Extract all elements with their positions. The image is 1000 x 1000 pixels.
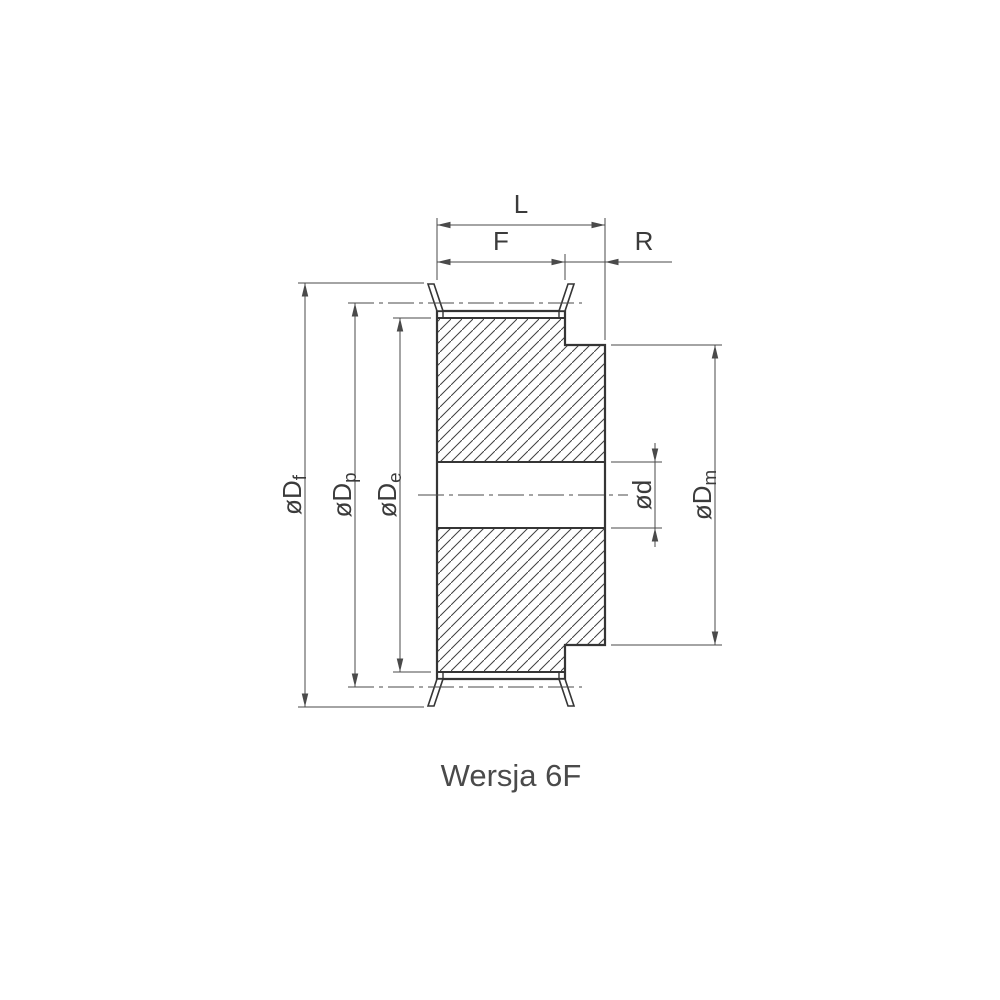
- version-caption: Wersja 6F: [441, 758, 582, 793]
- flanges: [426, 283, 576, 707]
- centerlines: [348, 302, 628, 688]
- dim-label-Df: øDf: [277, 474, 310, 515]
- dimension-labels: L F R øDf øDp øDe ød øDm: [277, 189, 720, 520]
- flange-bottom-left: [426, 678, 445, 707]
- section-hatching: [437, 318, 605, 672]
- body-silhouette: [435, 309, 607, 681]
- flange-root-ticks: [442, 311, 560, 679]
- hatch-region-lower: [437, 528, 605, 672]
- pulley-outline: [435, 309, 607, 681]
- flange-top-left: [426, 283, 445, 312]
- flange-bottom-right: [557, 678, 576, 707]
- dim-label-d: ød: [627, 480, 657, 510]
- dim-label-Dm: øDm: [687, 470, 720, 520]
- dim-label-R: R: [635, 226, 654, 256]
- dim-label-De: øDe: [372, 472, 405, 517]
- hatch-region-upper: [437, 318, 605, 462]
- dimension-lines: [301, 221, 719, 707]
- dim-label-Dp: øDp: [327, 472, 360, 517]
- dim-label-L: L: [514, 189, 528, 219]
- flange-top-right: [557, 283, 576, 312]
- dim-label-F: F: [493, 226, 509, 256]
